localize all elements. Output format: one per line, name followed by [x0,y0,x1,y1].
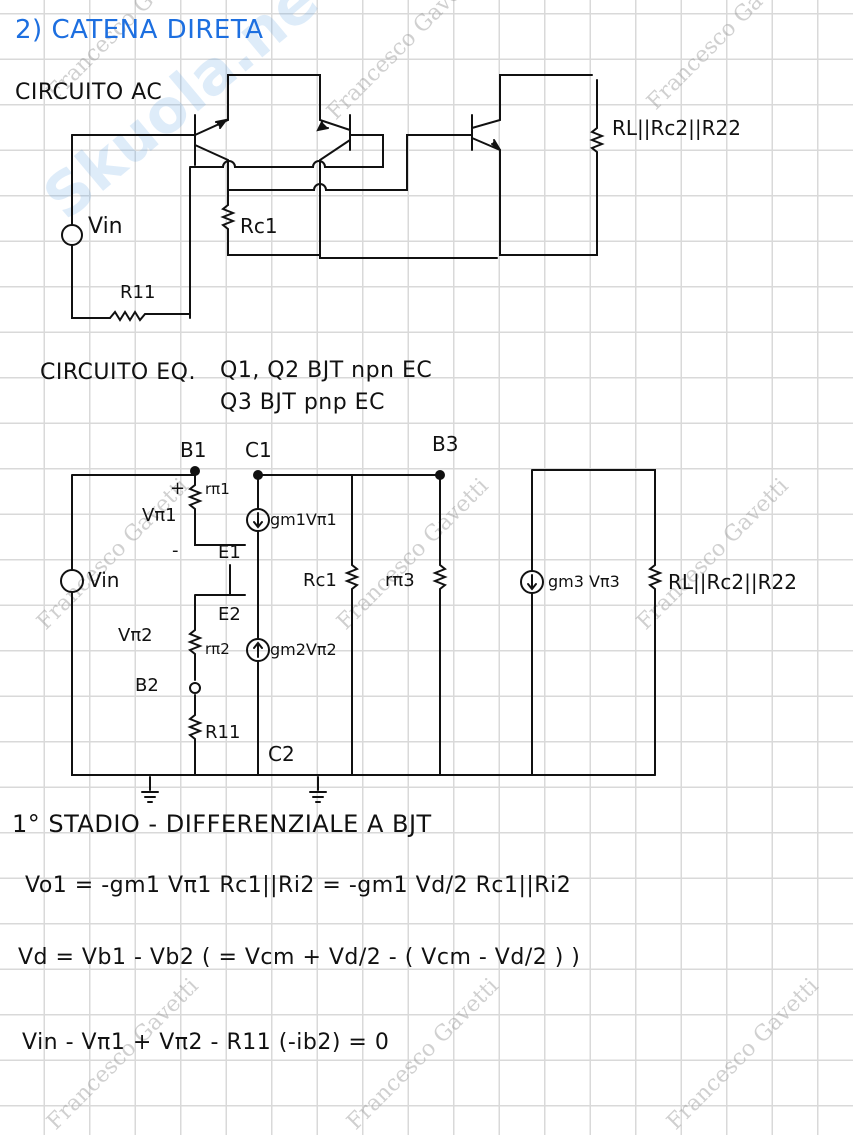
ac-vin-label: Vin [88,214,123,239]
gm1-label: gm1Vπ1 [270,510,337,529]
page-title: 2) CATENA DIRETA [15,15,264,45]
plus-sign: + [170,478,186,499]
node-b1: B1 [180,438,207,462]
ac-rc1-label: Rc1 [240,214,278,238]
node-c2: C2 [268,742,295,766]
equation-vo1: Vo1 = -gm1 Vπ1 Rc1||Ri2 = -gm1 Vd/2 Rc1|… [25,873,572,898]
rpi1-label: rπ1 [205,480,230,498]
eq-note-q3: Q3 BJT pnp EC [220,390,385,415]
minus-sign: - [172,540,179,561]
rpi2-label: rπ2 [205,640,230,658]
eq-r11-label: R11 [205,722,241,743]
node-e2: E2 [218,604,241,625]
vpi2-label: Vπ2 [118,625,153,646]
eq-note-q1q2: Q1, Q2 BJT npn EC [220,358,433,383]
ac-load-label: RL||Rc2||R22 [612,116,741,140]
stage1-heading: 1° STADIO - DIFFERENZIALE A BJT [12,810,432,838]
eq-rc1-label: Rc1 [303,570,337,591]
gm2-label: gm2Vπ2 [270,640,337,659]
equation-kvl: Vin - Vπ1 + Vπ2 - R11 (-ib2) = 0 [22,1030,390,1055]
rpi3-label: rπ3 [385,570,415,591]
node-e1: E1 [218,542,241,563]
eq-vin-label: Vin [88,568,120,592]
eq-circuit-heading: CIRCUITO EQ. [40,360,196,385]
node-b3: B3 [432,432,459,456]
equation-vd: Vd = Vb1 - Vb2 ( = Vcm + Vd/2 - ( Vcm - … [18,945,581,970]
ac-circuit-diagram [61,74,605,322]
vpi1-label: Vπ1 [142,505,177,526]
circuit-drawings [60,74,663,803]
ac-circuit-heading: CIRCUITO AC [15,80,163,105]
node-b2: B2 [135,675,159,696]
eq-circuit-diagram [60,466,663,803]
gm3-label: gm3 Vπ3 [548,572,620,591]
ac-r11-label: R11 [120,282,156,303]
node-c1: C1 [245,438,272,462]
eq-load-label: RL||Rc2||R22 [668,570,797,594]
